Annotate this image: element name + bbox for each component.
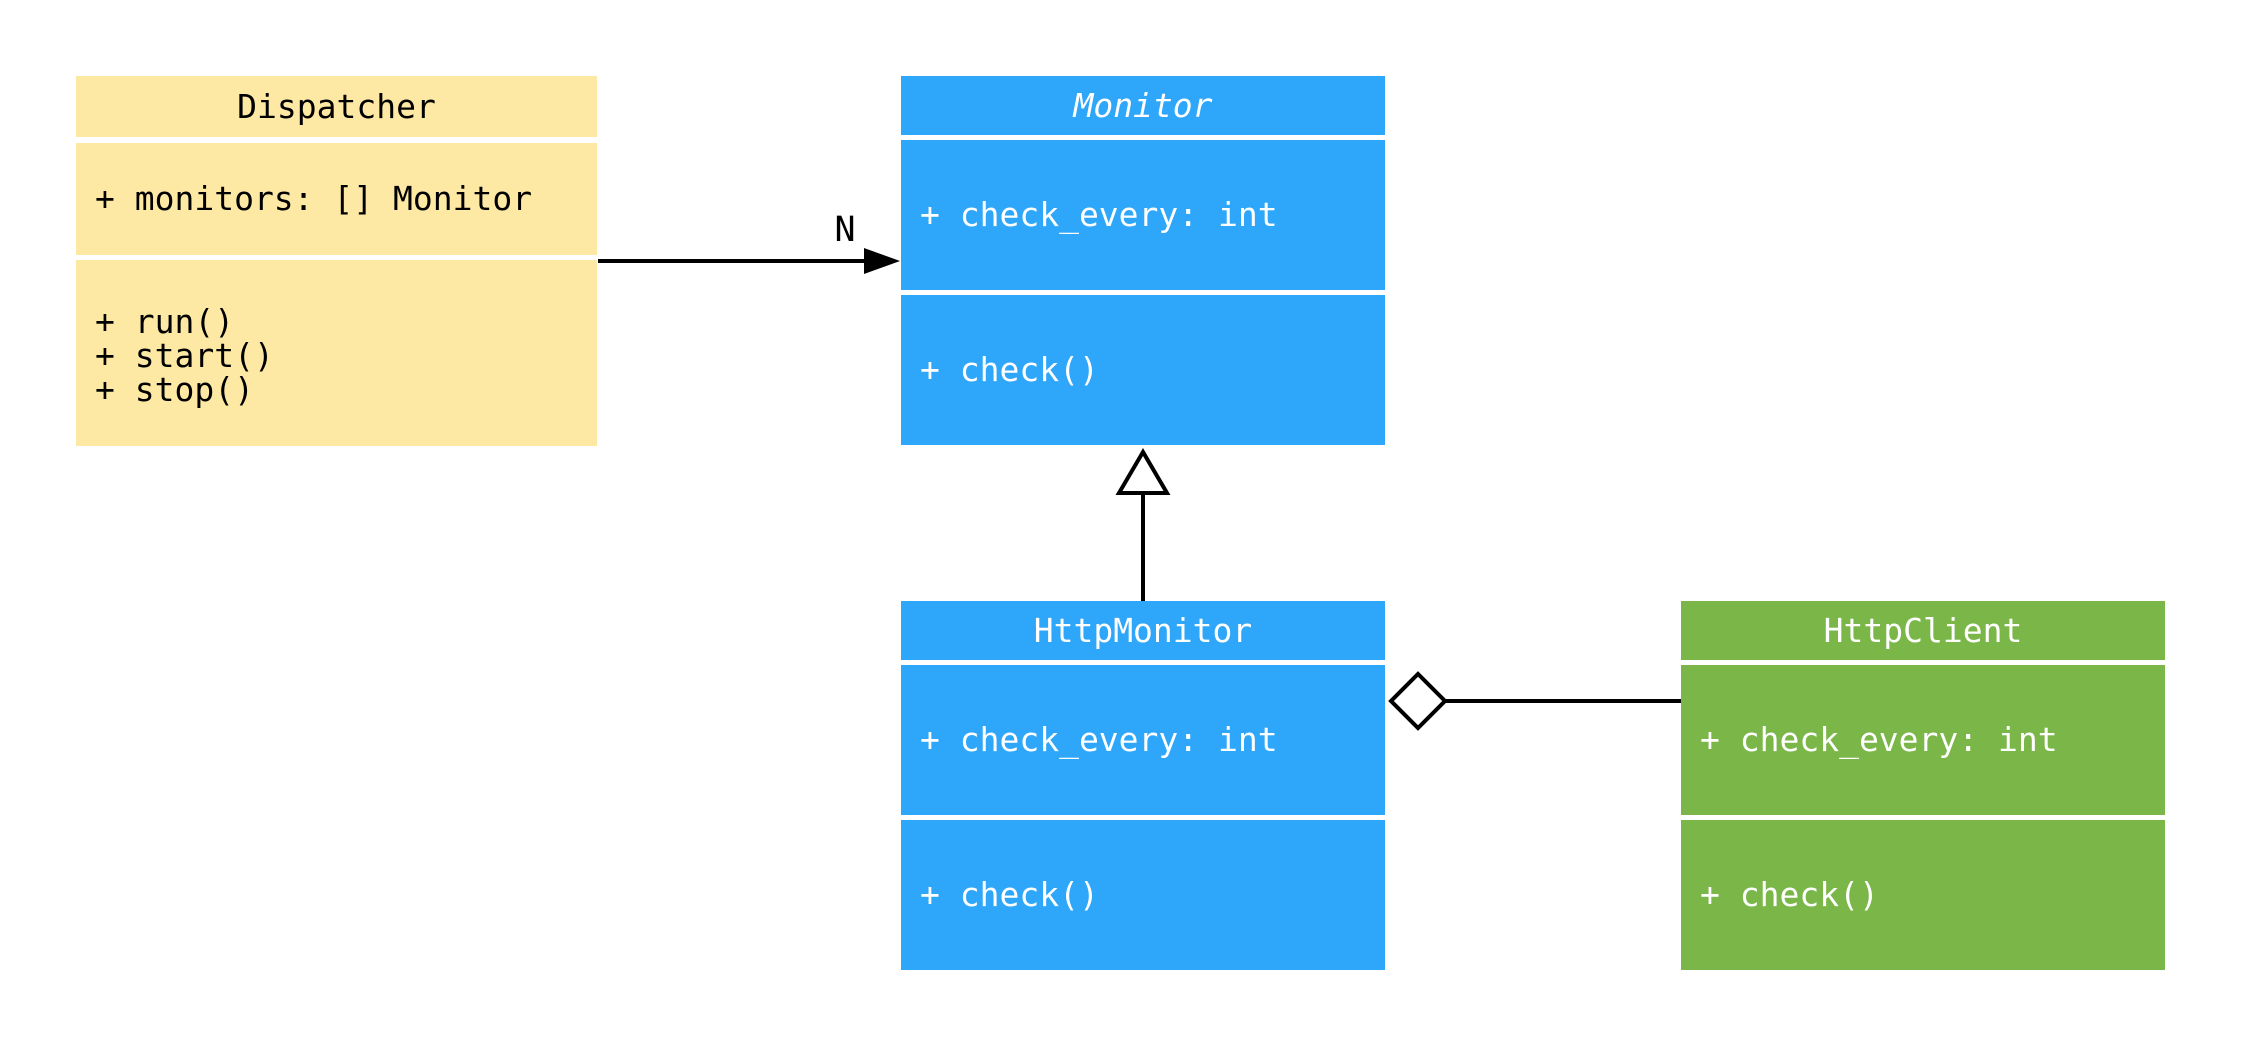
class-methods-monitor: + check() [901,295,1385,445]
compartment-text-lines: + check_every: int [920,198,1278,232]
compartment-text-lines: + check() [920,353,1099,387]
method-label: + check() [920,875,1099,914]
class-methods-dispatcher: + run() + start() + stop() [76,260,597,446]
class-title-monitor: Monitor [901,76,1385,135]
compartment-text-lines: + check_every: int [920,723,1278,757]
class-methods-httpclient: + check() [1681,820,2165,970]
method-label: + stop() [95,370,254,409]
class-attributes-httpclient: + check_every: int [1681,665,2165,815]
compartment-text-lines: + monitors: [] Monitor [95,182,532,216]
class-name-label: Dispatcher [237,86,436,126]
class-title-httpclient: HttpClient [1681,601,2165,660]
compartment-text-lines: + check_every: int [1700,723,2058,757]
class-name-label: HttpMonitor [1033,610,1253,650]
class-methods-httpmonitor: + check() [901,820,1385,970]
class-box-httpclient: HttpClient + check_every: int + check() [1681,601,2165,970]
class-title-httpmonitor: HttpMonitor [901,601,1385,660]
attribute-label: + check_every: int [1700,720,2058,759]
class-box-monitor: Monitor + check_every: int + check() [901,76,1385,445]
attribute-label: + monitors: [] Monitor [95,179,533,218]
class-attributes-httpmonitor: + check_every: int [901,665,1385,815]
multiplicity-label: N [834,210,856,250]
class-title-dispatcher: Dispatcher [76,76,597,137]
method-label: + check() [920,350,1099,389]
compartment-text-lines: + run() + start() + stop() [95,305,274,407]
attribute-label: + check_every: int [920,720,1278,759]
class-name-label: HttpClient [1823,610,2023,650]
class-box-httpmonitor: HttpMonitor + check_every: int + check() [901,601,1385,970]
method-label: + check() [1700,875,1879,914]
compartment-text-lines: + check() [1700,878,1879,912]
class-attributes-dispatcher: + monitors: [] Monitor [76,143,597,255]
aggregation-diamond-icon [1388,671,1448,731]
method-label: + start() [95,336,274,375]
attribute-label: + check_every: int [920,195,1278,234]
association-arrowhead-icon [864,248,900,274]
class-attributes-monitor: + check_every: int [901,140,1385,290]
compartment-text-lines: + check() [920,878,1099,912]
class-name-label: Monitor [1073,85,1213,125]
inheritance-triangle-icon [1115,448,1171,495]
method-label: + run() [95,302,235,341]
class-box-dispatcher: Dispatcher + monitors: [] Monitor + run(… [76,76,597,446]
